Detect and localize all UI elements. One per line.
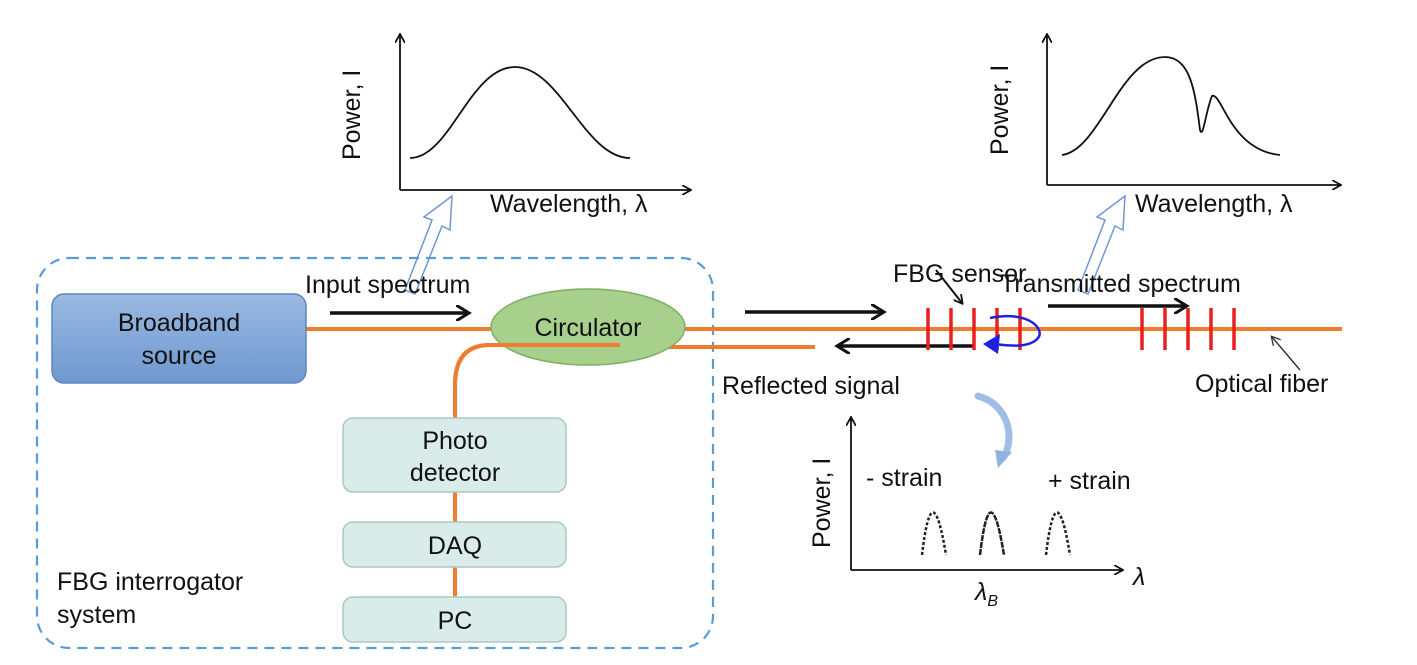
reflection-loop-icon	[983, 315, 1041, 354]
neg-strain-label: - strain	[866, 464, 942, 492]
photo-detector: Photo detector	[342, 417, 567, 493]
lambda-b-label: λB	[973, 578, 998, 610]
source-label-1: Broadband	[118, 309, 240, 337]
hollow-arrow-icon	[404, 194, 453, 295]
optical-fiber-pointer	[1272, 337, 1301, 371]
reflected-signal-label: Reflected signal	[722, 372, 900, 400]
circulator-label: Circulator	[535, 314, 642, 342]
pos-strain-label: + strain	[1048, 467, 1131, 495]
pc: PC	[342, 596, 567, 643]
source-label-2: source	[141, 342, 216, 370]
neg-strain-peak	[920, 511, 948, 556]
x-axis-label: Wavelength, λ	[1135, 190, 1293, 218]
detector-label-2: detector	[410, 459, 500, 487]
gaussian-curve	[409, 66, 631, 159]
transmitted-spectrum-plot: Power, I Wavelength, λ	[986, 35, 1340, 218]
hollow-arrow-icon	[1077, 194, 1126, 295]
fbg-sensor-pointer	[935, 269, 962, 303]
circulator: Circulator	[453, 288, 686, 386]
pos-strain-peak	[1044, 511, 1072, 556]
optical-fiber-label: Optical fiber	[1195, 370, 1328, 398]
daq: DAQ	[342, 521, 567, 568]
x-axis-label: Wavelength, λ	[490, 190, 648, 218]
notched-curve	[1061, 56, 1281, 156]
fbg-sensor-label: FBG sensor	[893, 260, 1026, 288]
reflected-spectrum-plot: Power, I λ λB - strain + strain	[808, 418, 1145, 610]
daq-label: DAQ	[428, 532, 482, 560]
detector-label-1: Photo	[422, 427, 487, 455]
y-axis-label: Power, I	[986, 65, 1014, 155]
curved-arrow-icon	[974, 392, 1013, 468]
y-axis-label: Power, I	[338, 70, 366, 160]
center-peak	[978, 511, 1006, 556]
system-label-1: FBG interrogator	[57, 568, 243, 596]
y-axis-label: Power, I	[808, 458, 836, 548]
interrogator-boundary	[35, 256, 715, 650]
broadband-source: Broadband source	[51, 293, 307, 384]
system-label-2: system	[57, 601, 136, 629]
downstream-gratings	[1140, 308, 1236, 350]
input-spectrum-label: Input spectrum	[305, 271, 470, 299]
pc-label: PC	[438, 607, 473, 635]
transmitted-spectrum-label: Transmitted spectrum	[1000, 270, 1241, 298]
x-axis-label: λ	[1131, 563, 1145, 591]
input-spectrum-plot: Power, I Wavelength, λ	[338, 35, 690, 218]
